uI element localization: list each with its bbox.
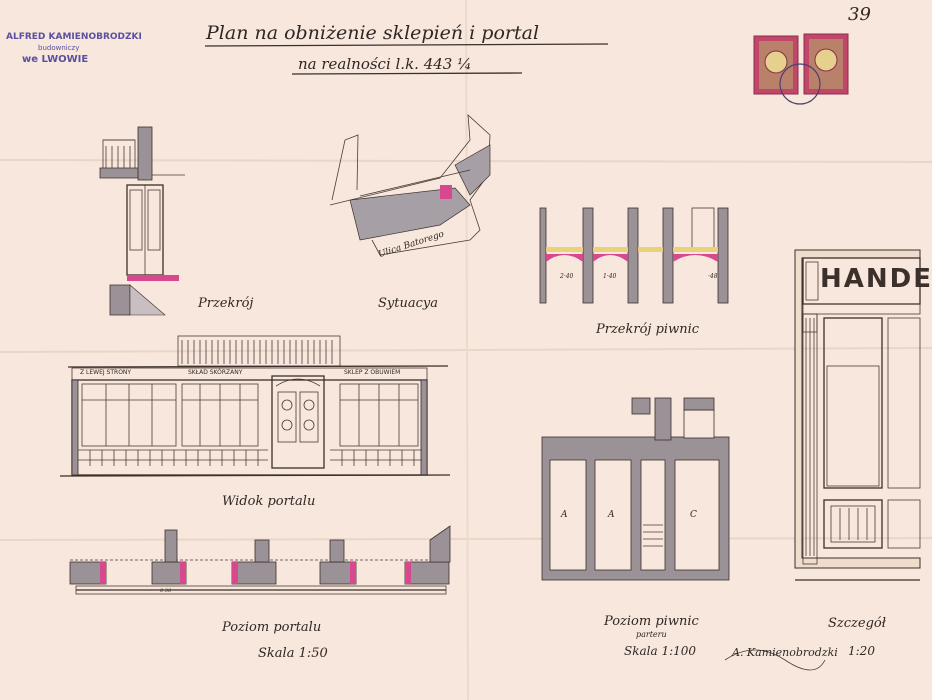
fold-line — [0, 537, 932, 541]
revenue-stamps — [753, 33, 849, 105]
cellar-plan: A A C — [541, 397, 730, 581]
label-skala-szczegolu: 1:20 — [848, 644, 875, 658]
portal-elevation — [59, 335, 451, 477]
portal-plan-mark: 0·30 — [160, 588, 172, 594]
cellar-mark: 2·40 — [559, 273, 574, 280]
label-poziom-piwnic-sub: parteru — [636, 630, 667, 639]
portal-sign-left: Z LEWEJ STRONY — [80, 369, 132, 376]
room-a1-label: A — [560, 510, 568, 520]
signature-flourish — [724, 649, 826, 671]
cellar-mark: ·48 — [708, 273, 718, 280]
label-przekroj-piwnic: Przekrój piwnic — [596, 322, 700, 337]
signature: A. Kamienobrodzki — [732, 646, 838, 659]
subtitle-underline — [291, 72, 523, 75]
title-underline — [204, 43, 609, 47]
section-drawing — [99, 126, 185, 316]
document-subtitle: na realności l.k. 443 ¼ — [298, 55, 472, 73]
portal-sign-middle: SKŁAD SKÓRZANY — [188, 369, 243, 376]
room-c-label: C — [690, 510, 697, 520]
stamp-line-2: budowniczy — [38, 44, 80, 52]
detail-sign: HANDE — [820, 264, 932, 294]
cellar-mark: 1·40 — [603, 273, 617, 280]
fold-line — [465, 0, 469, 700]
sheet-number: 39 — [848, 4, 871, 25]
stamp-line-3: we LWOWIE — [22, 54, 89, 65]
portal-plan: 0·30 — [69, 525, 451, 595]
stamp-line-1: ALFRED KAMIENOBRODZKI — [6, 32, 142, 42]
label-sytuacya: Sytuacya — [378, 296, 438, 311]
label-skala-portalu: Skala 1:50 — [258, 646, 328, 661]
label-poziom-piwnic: Poziom piwnic — [604, 614, 699, 629]
label-przekroj: Przekrój — [198, 296, 254, 311]
cellar-section: 2·40 1·40 ·48 — [539, 207, 729, 304]
room-a2-label: A — [607, 510, 615, 520]
label-poziom-portalu: Poziom portalu — [222, 620, 322, 635]
label-skala-piwnic: Skala 1:100 — [624, 644, 697, 658]
document-title: Plan na obniżenie sklepień i portal — [206, 22, 540, 44]
portal-sign-right: SKLEP Z OBUWIEM — [344, 369, 401, 376]
portal-door — [271, 375, 325, 469]
label-szczegol: Szczegół — [828, 616, 886, 631]
detail-drawing — [794, 249, 921, 581]
label-widok-portalu: Widok portalu — [222, 494, 316, 509]
